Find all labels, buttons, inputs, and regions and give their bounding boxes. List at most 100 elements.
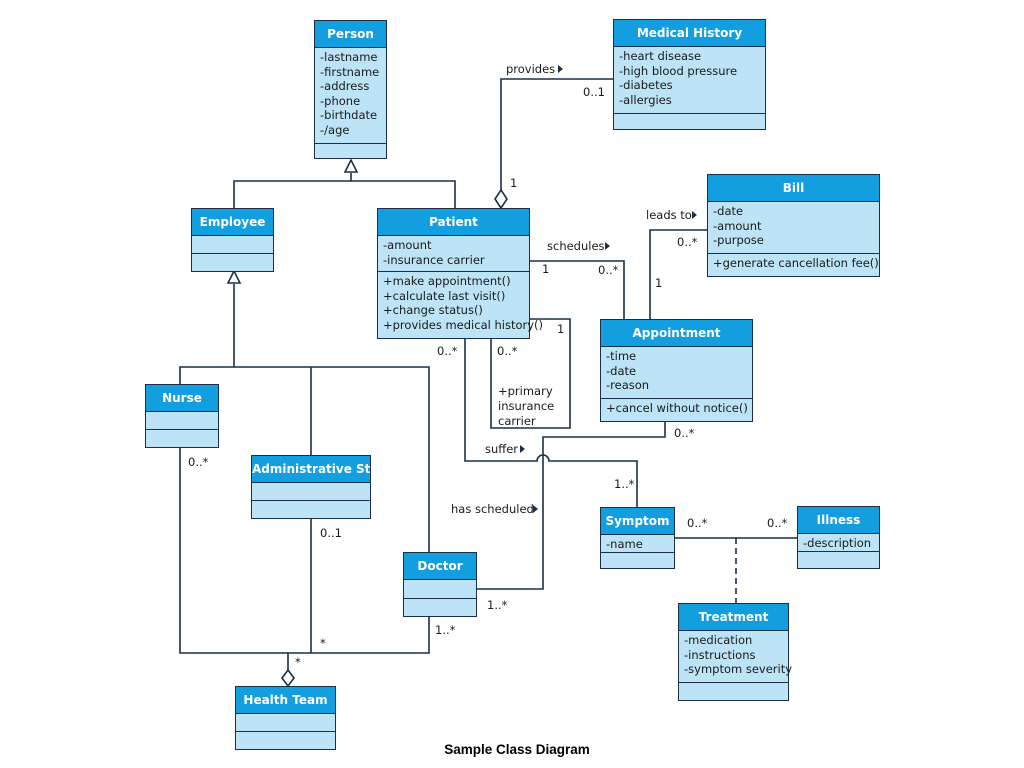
attribute: -time (606, 349, 637, 363)
attribute: -symptom severity (684, 662, 793, 677)
generalization-line-patient (350, 173, 456, 208)
generalization-arrow-employee (226, 269, 242, 284)
class-employee-name: Employee (192, 209, 273, 236)
attribute: -diabetes (619, 78, 673, 93)
diagram-caption: Sample Class Diagram (444, 742, 590, 757)
class-symptom-attributes: -name (601, 535, 674, 553)
assoc-line-provides (500, 78, 613, 190)
direction-arrow-schedules (605, 242, 610, 250)
attribute: -name (606, 537, 643, 551)
attribute: -date (606, 363, 637, 378)
class-person[interactable]: Person -lastname -firstname -address -ph… (314, 20, 387, 159)
assoc-line-self (490, 318, 571, 429)
class-bill-name: Bill (708, 175, 879, 202)
class-treatment-name: Treatment (679, 604, 788, 631)
generalization-line-nurse (179, 366, 234, 384)
class-bill-attributes: -date -amount -purpose (708, 202, 879, 254)
attribute: -address (320, 79, 370, 94)
attribute: -phone (320, 93, 361, 108)
direction-arrow-provides (558, 65, 563, 73)
operation: +generate cancellation fee() (713, 256, 879, 270)
multiplicity: 0..* (767, 516, 788, 530)
class-person-attributes: -lastname -firstname -address -phone -bi… (315, 48, 386, 144)
attribute: -birthdate (320, 108, 378, 123)
assoc-line-leads-to (649, 229, 707, 319)
class-health-team-attributes (236, 714, 335, 732)
class-employee[interactable]: Employee (191, 208, 274, 272)
class-appointment-name: Appointment (601, 320, 752, 347)
multiplicity: 1 (510, 176, 518, 190)
multiplicity: 0..1 (320, 526, 342, 540)
class-health-team-operations (236, 732, 335, 736)
class-symptom[interactable]: Symptom -name (600, 507, 675, 569)
class-medical-history-operations (614, 114, 765, 118)
assoc-label-has-scheduled: has scheduled (451, 502, 534, 516)
multiplicity: * (320, 636, 326, 650)
multiplicity: 0..* (598, 263, 619, 277)
class-treatment-operations (679, 683, 788, 687)
class-nurse-operations (146, 430, 218, 434)
operation: +cancel without notice() (606, 401, 748, 415)
class-illness-operations (798, 552, 879, 556)
attribute: -allergies (619, 92, 672, 107)
multiplicity: 1 (655, 276, 663, 290)
attribute: -heart disease (619, 49, 702, 63)
multiplicity: * (295, 655, 301, 669)
attribute: -lastname (320, 50, 378, 64)
class-doctor-attributes (404, 580, 476, 599)
assoc-label-leads-to: leads to (646, 208, 692, 222)
multiplicity: 0..1 (583, 85, 605, 99)
operation: +provides medical history() (383, 317, 543, 332)
attribute: -insurance carrier (383, 252, 485, 267)
class-administrative-staff-attributes (252, 483, 370, 501)
class-medical-history[interactable]: Medical History -heart disease -high blo… (613, 19, 766, 130)
class-administrative-staff[interactable]: Administrative Staff (251, 455, 371, 519)
multiplicity: 0..* (677, 235, 698, 249)
operation: +make appointment() (383, 274, 511, 288)
class-patient-name: Patient (378, 209, 529, 236)
operation: +calculate last visit() (383, 288, 506, 303)
class-appointment[interactable]: Appointment -time -date -reason +cancel … (600, 319, 753, 422)
class-person-name: Person (315, 21, 386, 48)
class-patient[interactable]: Patient -amount -insurance carrier +make… (377, 208, 543, 339)
multiplicity: 0..* (674, 426, 695, 440)
class-medical-history-attributes: -heart disease -high blood pressure -dia… (614, 47, 765, 114)
class-medical-history-name: Medical History (614, 20, 765, 47)
multiplicity: 1..* (435, 623, 456, 637)
attribute: -purpose (713, 233, 764, 248)
class-symptom-name: Symptom (601, 508, 674, 535)
operation: +change status() (383, 303, 483, 318)
assoc-line-nurse-team (179, 448, 288, 654)
class-nurse-attributes (146, 412, 218, 430)
aggregation-diamond-patient (494, 188, 508, 210)
class-nurse[interactable]: Nurse (145, 384, 219, 448)
multiplicity: 0..* (687, 516, 708, 530)
class-patient-operations: +make appointment() +calculate last visi… (378, 272, 543, 334)
attribute: -amount (713, 218, 762, 233)
attribute: -reason (606, 378, 650, 393)
assoc-label-provides: provides (506, 62, 556, 76)
multiplicity: 1 (542, 262, 550, 276)
attribute: -high blood pressure (619, 63, 738, 78)
class-doctor[interactable]: Doctor (403, 552, 477, 617)
class-health-team[interactable]: Health Team (235, 686, 336, 750)
assoc-line-doctor-team (287, 617, 430, 670)
multiplicity: 1..* (614, 477, 635, 491)
multiplicity: 1..* (487, 598, 508, 612)
class-patient-attributes: -amount -insurance carrier (378, 236, 529, 272)
attribute: -description (803, 536, 872, 550)
multiplicity: 1 (557, 322, 565, 336)
generalization-line-doctor (233, 284, 430, 552)
class-nurse-name: Nurse (146, 385, 218, 412)
multiplicity: 0..* (188, 455, 209, 469)
class-appointment-attributes: -time -date -reason (601, 347, 752, 399)
class-illness[interactable]: Illness -description (797, 506, 880, 569)
assoc-line-has-scheduled (477, 422, 666, 590)
class-treatment[interactable]: Treatment -medication -instructions -sym… (678, 603, 793, 701)
class-employee-operations (192, 254, 273, 258)
class-bill[interactable]: Bill -date -amount -purpose +generate ca… (707, 174, 880, 277)
direction-arrow-leads-to (692, 211, 697, 219)
generalization-arrow-person (343, 158, 359, 173)
class-health-team-name: Health Team (236, 687, 335, 714)
